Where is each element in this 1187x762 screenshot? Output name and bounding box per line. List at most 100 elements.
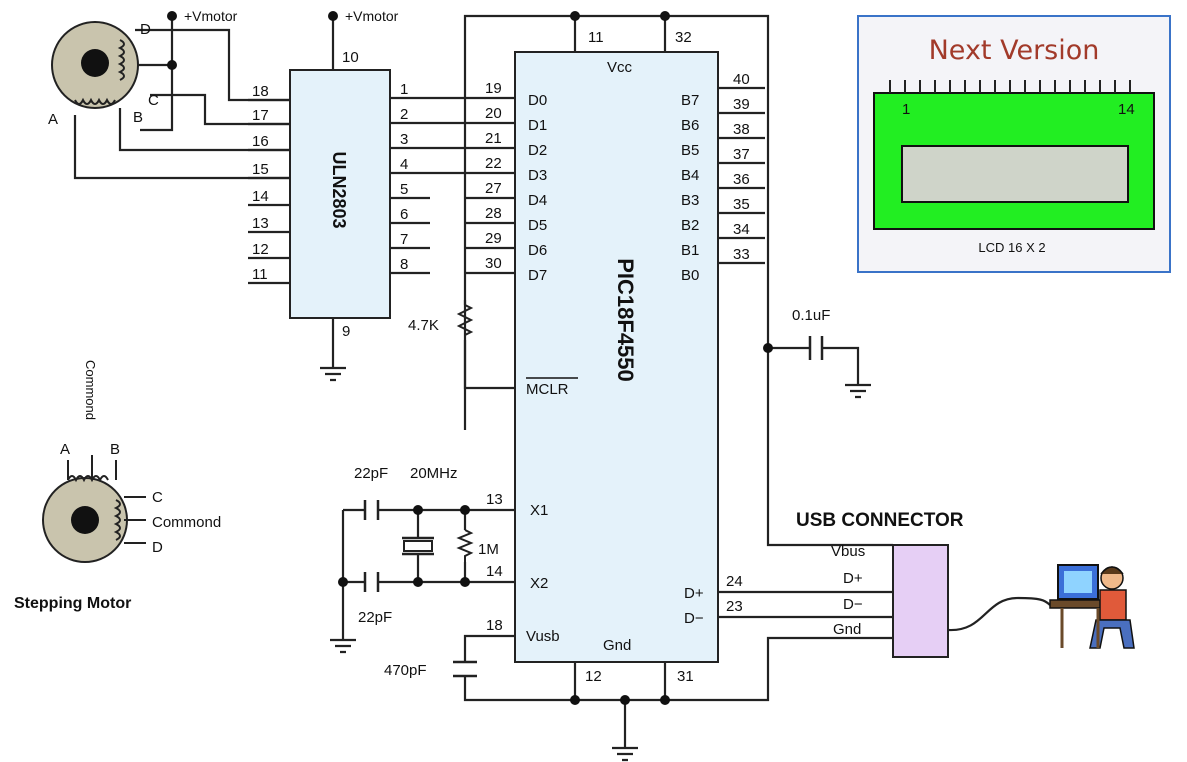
uln-pin-vcc: 10 [342,49,359,66]
pic-port-d-label: D5 [528,217,547,234]
pic-gnd-label: Gnd [603,637,631,654]
pic18f4550-chip [514,51,719,663]
legend-common-top: Commond [83,360,98,420]
uln-left-pins: 18 17 16 15 14 13 12 11 [252,83,269,283]
legend-caption: Stepping Motor [14,595,131,612]
pic-right-pin: 33 [733,246,750,263]
pic-left-pin: 30 [485,255,502,272]
computer-user-icon [1049,564,1135,649]
uln-left-pin: 17 [252,107,269,124]
pic-port-b-label: B6 [681,117,699,134]
vmotor-label-2: +Vmotor [345,8,399,24]
uln-right-pins: 1 2 3 4 5 6 7 8 [400,81,408,273]
uln-left-pin: 16 [252,133,269,150]
uln-pin-gnd: 9 [342,323,350,340]
pic18f4550-name: PIC18F4550 [613,258,638,382]
pic-right-pin-labels: B7 B6 B5 B4 B3 B2 B1 B0 [681,92,699,284]
pic-right-pin: 40 [733,71,750,88]
usb-pin-label: Vbus [831,543,865,560]
cap-vusb-value: 470pF [384,662,427,679]
pic-port-b-label: B7 [681,92,699,109]
pic-right-pin-numbers: 40 39 38 37 36 35 34 33 [733,71,750,263]
uln-right-pin: 3 [400,131,408,148]
ground-symbols [320,366,871,762]
pic-right-pin: 35 [733,196,750,213]
motor-label-b: B [133,109,143,126]
pic-port-d-label: D0 [528,92,547,109]
legend-label-a: A [60,441,70,458]
pic-left-pin: 19 [485,80,502,97]
pic-right-pin: 34 [733,221,750,238]
legend-label-d: D [152,539,163,556]
uln-left-pin: 11 [252,266,268,283]
pic-x2-label: X2 [530,575,548,592]
wires [73,14,1051,748]
cap-bottom [363,572,380,592]
pic-left-pin-labels: D0 D1 D2 D3 D4 D5 D6 D7 [528,92,547,284]
pic-right-pin: 37 [733,146,750,163]
pic-port-d-label: D1 [528,117,547,134]
pic-bottom-pin: 31 [677,668,694,685]
pic-left-pin-numbers: 19 20 21 22 27 28 29 30 [485,80,502,272]
pic-left-pin: 29 [485,230,502,247]
ground-icon [320,366,346,382]
pic-x1-label: X1 [530,502,548,519]
lcd-pin-last: 14 [1118,101,1135,118]
lcd-title: Next Version [929,35,1100,66]
uln-right-pin: 1 [400,81,408,98]
uln-right-pin: 8 [400,256,408,273]
usb-pin-label: D− [843,596,863,613]
pic-vusb-label: Vusb [526,628,560,645]
uln-left-pin: 15 [252,161,269,178]
pic-dplus-pin: 24 [726,573,743,590]
mclr-resistor-value: 4.7K [408,317,439,334]
pic-port-d-label: D7 [528,267,547,284]
pic-port-b-label: B3 [681,192,699,209]
usb-pin-label: Gnd [833,621,861,638]
motor-label-c: C [148,92,159,109]
cap-bypass [808,336,824,360]
legend-label-c: C [152,489,163,506]
pic-x1-pin: 13 [486,491,503,508]
pic-port-b-label: B0 [681,267,699,284]
pic-port-b-label: B4 [681,167,699,184]
stepper-motor [51,21,139,109]
pic-bottom-pin: 12 [585,668,602,685]
uln-left-pin: 12 [252,241,269,258]
legend-label-b: B [110,441,120,458]
vmotor-label-1: +Vmotor [184,8,238,24]
pic-right-pin: 36 [733,171,750,188]
uln-right-pin: 7 [400,231,408,248]
pic-port-b-label: B2 [681,217,699,234]
legend-common-right: Commond [152,514,221,531]
usb-pin-label: D+ [843,570,863,587]
junction-dots [167,11,773,705]
uln-right-pin: 5 [400,181,408,198]
pic-dplus-label: D+ [684,585,704,602]
pic-mclr-label: MCLR [526,381,569,398]
pic-port-d-label: D3 [528,167,547,184]
uln-left-pin: 14 [252,188,269,205]
pic-left-pin: 20 [485,105,502,122]
uln-left-pin: 13 [252,215,269,232]
bias-resistor [456,529,474,562]
ground-icon [612,746,638,762]
pic-left-pin: 27 [485,180,502,197]
motor-label-a: A [48,111,58,128]
cap-bypass-value: 0.1uF [792,307,830,324]
uln-right-pin: 6 [400,206,408,223]
pic-left-pin: 28 [485,205,502,222]
uln-right-pin: 4 [400,156,408,173]
cap-top-value: 22pF [354,465,388,482]
pic-dminus-label: D− [684,610,704,627]
cap-vusb [453,660,477,678]
pic-left-pin: 21 [485,130,502,147]
pic-port-d-label: D6 [528,242,547,259]
usb-title: USB CONNECTOR [796,510,964,531]
mclr-resistor [456,304,474,340]
pic-left-pin: 22 [485,155,502,172]
pic-dminus-pin: 23 [726,598,743,615]
uln2803-name: ULN2803 [329,151,349,228]
uln-right-pin: 2 [400,106,408,123]
